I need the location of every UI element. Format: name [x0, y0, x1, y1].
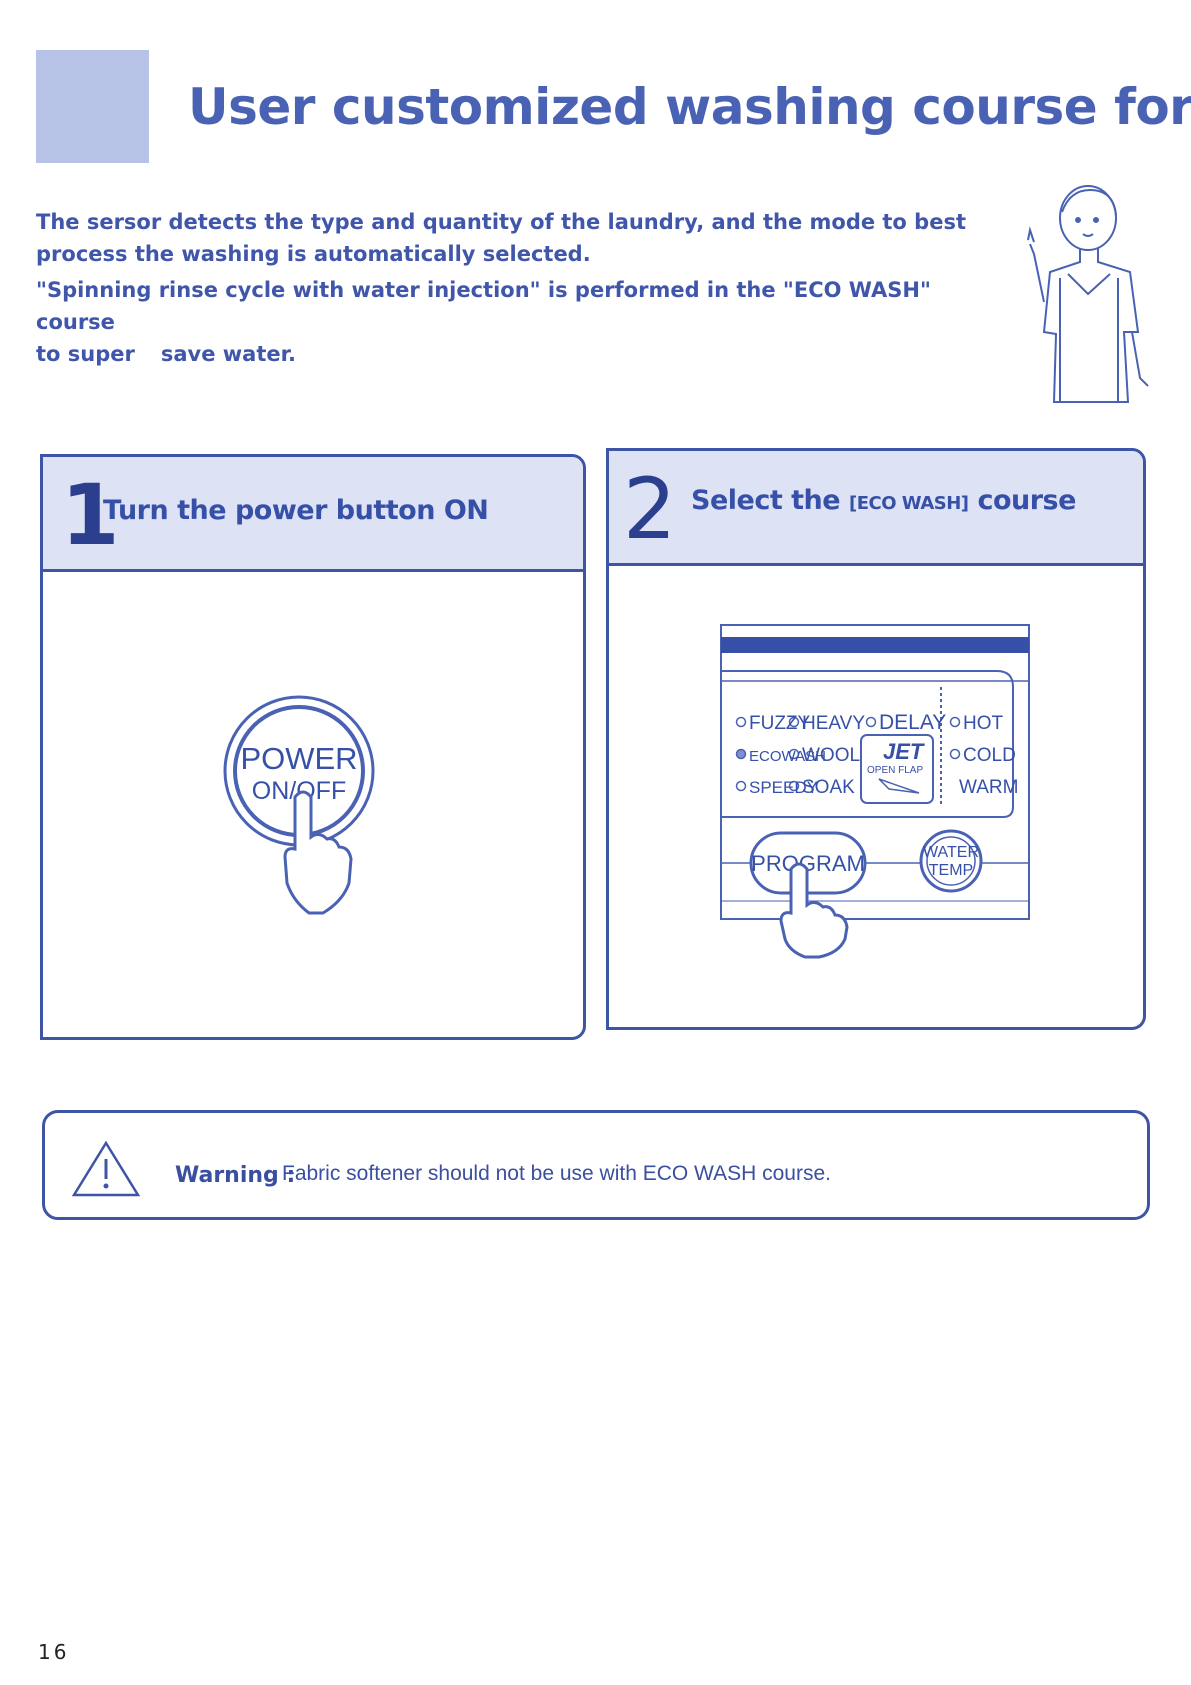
step-2-number: 2 — [623, 460, 677, 558]
step-1-number: 1 — [61, 466, 120, 564]
hot-label: HOT — [963, 713, 1004, 734]
control-panel-illustration: FUZZY HEAVY DELAY HOT ECOWASH WOOL COLD … — [720, 624, 1030, 959]
intro-text: The sersor detects the type and quantity… — [36, 206, 966, 374]
intro-paragraph-2-a: to super — [36, 342, 135, 366]
cold-label: COLD — [963, 745, 1016, 766]
intro-paragraph-1: The sersor detects the type and quantity… — [36, 210, 966, 266]
open-flap-label: OPEN FLAP — [867, 765, 923, 776]
temp-label: TEMP — [929, 862, 973, 879]
jet-spray-icon — [878, 778, 920, 794]
power-label: POWER — [240, 741, 357, 776]
water-label: WATER — [923, 844, 979, 861]
intro-paragraph-2-b: save water. — [160, 342, 296, 366]
jet-flap-box — [860, 734, 934, 804]
ecowash-label: ECOWASH — [749, 748, 826, 765]
page-number: 16 — [38, 1640, 70, 1664]
page-title: User customized washing course for home — [188, 78, 1191, 136]
pointing-hand-icon — [779, 862, 849, 959]
warning-text: Fabric softener should not be use with E… — [282, 1162, 831, 1185]
section-tab — [36, 50, 149, 163]
ecowash-indicator — [735, 748, 747, 760]
step-2-panel: 2 Select the [ECO WASH] course FUZZY HEA… — [606, 448, 1146, 1030]
step-1-panel: 1 Turn the power button ON POWER ON/OFF — [40, 454, 586, 1040]
step-2-title: Select the [ECO WASH] course — [691, 485, 1076, 516]
step-1-header: 1 Turn the power button ON — [43, 457, 583, 572]
step-1-title: Turn the power button ON — [103, 495, 489, 526]
fuzzy-label: FUZZY — [749, 713, 811, 734]
warning-box: Warning : Fabric softener should not be … — [42, 1110, 1150, 1220]
intro-paragraph-2: "Spinning rinse cycle with water injecti… — [36, 274, 966, 370]
jet-label: JET — [883, 739, 925, 764]
warm-label: WARM — [959, 777, 1018, 798]
warning-label: Warning : — [175, 1163, 296, 1188]
pointing-hand-icon — [283, 790, 353, 915]
step-2-header: 2 Select the [ECO WASH] course — [609, 451, 1143, 566]
step-2-title-a: Select the — [691, 485, 841, 516]
step-2-title-c: course — [977, 485, 1076, 516]
delay-label: DELAY — [879, 711, 946, 734]
warning-triangle-icon — [71, 1140, 141, 1197]
speedy-label: SPEEDY — [749, 778, 818, 797]
step-2-title-b: [ECO WASH] — [848, 493, 969, 514]
woman-illustration — [1027, 185, 1149, 403]
soak-label: SOAK — [802, 777, 855, 798]
power-button-illustration: POWER ON/OFF — [223, 695, 375, 915]
wool-label: WOOL — [802, 745, 860, 766]
heavy-label: HEAVY — [802, 713, 865, 734]
intro-paragraph-2-line: "Spinning rinse cycle with water injecti… — [36, 278, 931, 334]
